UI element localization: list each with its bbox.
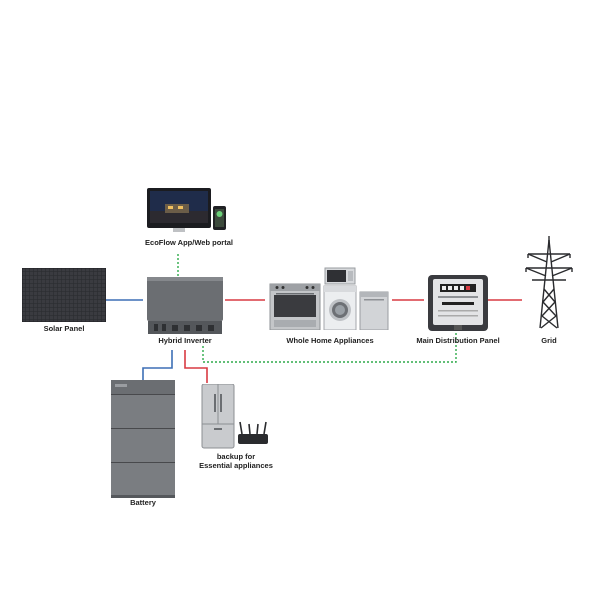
- monitor-and-phone-icon: [147, 188, 226, 232]
- grid-label: Grid: [541, 336, 557, 345]
- battery-stack-icon: [111, 380, 175, 498]
- battery-node: Battery: [111, 380, 175, 507]
- grid-node: Grid: [522, 234, 576, 345]
- app-label: EcoFlow App/Web portal: [145, 238, 233, 247]
- transmission-tower-icon: [525, 236, 573, 329]
- essential-node: backup for Essential appliances: [199, 383, 273, 470]
- panel-node: Main Distribution Panel: [416, 275, 500, 345]
- line-inverter-essential: [184, 350, 208, 383]
- essential-label-1: backup for: [216, 452, 256, 461]
- home-appliances-icon: [269, 267, 389, 331]
- solar-node: Solar Panel: [21, 267, 107, 333]
- line-inverter-panel-comm: [202, 333, 457, 363]
- solar-panel-icon: [21, 267, 107, 323]
- inverter-label: Hybrid Inverter: [158, 336, 212, 345]
- essential-label-2: Essential appliances: [199, 461, 273, 470]
- inverter-icon: [147, 277, 223, 334]
- inverter-node: Hybrid Inverter: [146, 277, 224, 345]
- panel-label: Main Distribution Panel: [416, 336, 500, 345]
- appliances-label: Whole Home Appliances: [286, 336, 374, 345]
- appliances-node: Whole Home Appliances: [268, 266, 392, 345]
- fridge-and-router-icon: [201, 383, 268, 449]
- line-inverter-battery: [142, 350, 173, 382]
- electric-meter-icon: [428, 275, 488, 331]
- solar-label: Solar Panel: [43, 324, 85, 333]
- app-node: EcoFlow App/Web portal: [143, 186, 235, 247]
- battery-label: Battery: [130, 498, 156, 507]
